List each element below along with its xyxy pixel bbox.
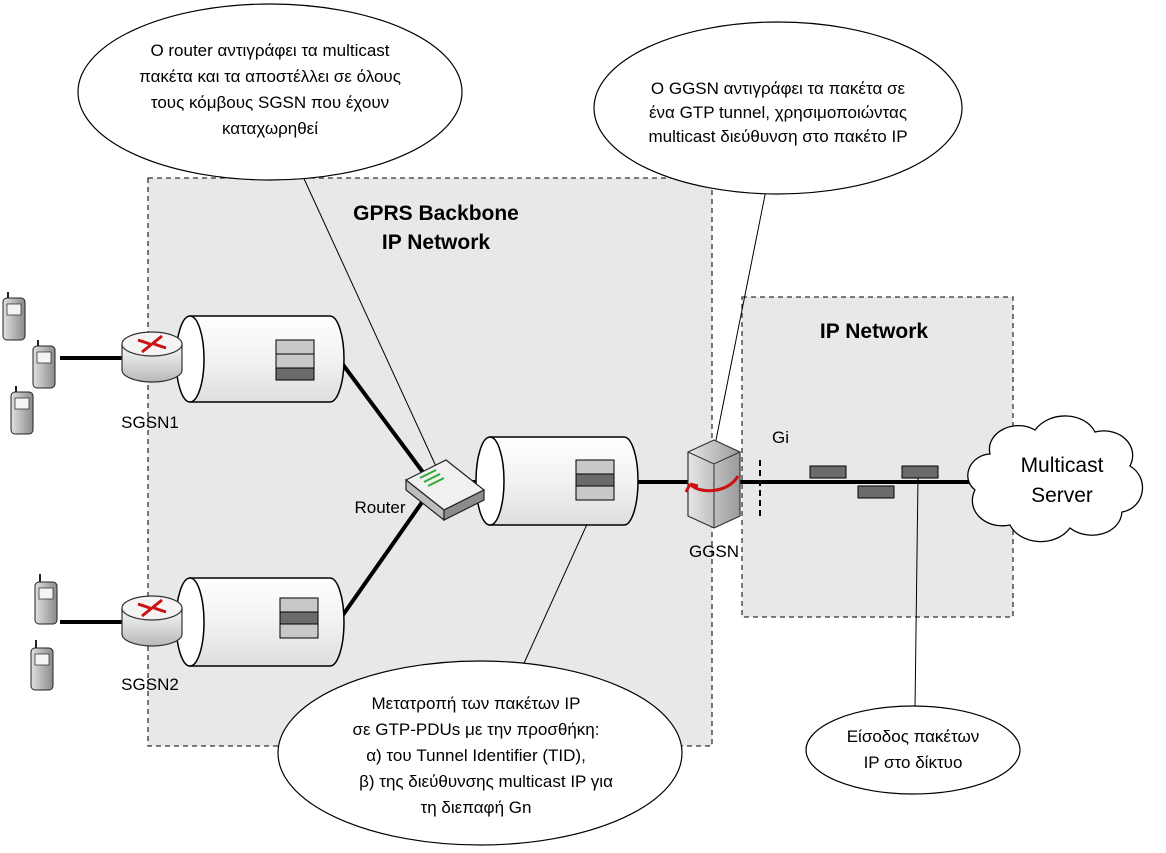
svg-text:multicast διεύθυνση στο πακέτο: multicast διεύθυνση στο πακέτο IP <box>648 127 907 146</box>
svg-text:α) του Tunnel Identifier (TID): α) του Tunnel Identifier (TID), <box>366 746 586 765</box>
entry-note-callout <box>805 705 1021 795</box>
router-icon <box>404 459 486 522</box>
packet-dark <box>575 473 615 487</box>
gi-label: Gi <box>772 428 789 447</box>
mobile-phone-icon <box>34 574 58 625</box>
gtp-tunnel-2 <box>175 577 345 667</box>
multicast-server-label-line1: Multicast <box>1021 454 1104 477</box>
router-note-text: Ο router αντιγράφει τα multicast πακέτα … <box>139 41 401 138</box>
svg-text:ένα GTP tunnel, χρησιμοποιώντα: ένα GTP tunnel, χρησιμοποιώντας <box>649 103 907 122</box>
sgsn1-label: SGSN1 <box>121 413 179 432</box>
link-tube1-router <box>336 356 427 477</box>
svg-text:Μετατροπή των πακέτων IP: Μετατροπή των πακέτων IP <box>372 694 581 713</box>
sgsn1-router-icon <box>121 331 183 383</box>
ip-network-region <box>741 296 1014 618</box>
router-note-leader <box>299 169 441 476</box>
svg-text:Ο GGSN αντιγράφει τα πακέτα σε: Ο GGSN αντιγράφει τα πακέτα σε <box>651 79 906 98</box>
svg-text:σε GTP-PDUs με την προσθήκη:: σε GTP-PDUs με την προσθήκη: <box>353 720 600 739</box>
ggsn-server-icon <box>684 439 741 529</box>
mobile-phone-icon <box>30 640 54 691</box>
conversion-note-leader <box>519 499 599 673</box>
svg-text:IP στο δίκτυο: IP στο δίκτυο <box>864 753 963 772</box>
entry-note-leader <box>914 477 919 709</box>
entry-note-text: Είσοδος πακέτων IP στο δίκτυο <box>847 727 980 772</box>
packet-dark <box>279 611 319 625</box>
gprs-backbone-title-line2: IP Network <box>382 231 490 254</box>
ip-packet <box>809 465 847 479</box>
svg-text:Ο router αντιγράφει τα multica: Ο router αντιγράφει τα multicast <box>150 41 389 60</box>
packet-light <box>275 339 315 355</box>
conversion-note-text: Μετατροπή των πακέτων IP σε GTP-PDUs με … <box>353 694 614 817</box>
svg-text:β) της διεύθυνσης multicast IP: β) της διεύθυνσης multicast IP για <box>359 772 613 791</box>
packet-light <box>279 623 319 639</box>
packet-light <box>279 597 319 613</box>
packet-dark <box>275 367 315 381</box>
link-tube2-router <box>336 496 427 624</box>
packet-light <box>575 485 615 501</box>
svg-text:τη διεπαφή Gn: τη διεπαφή Gn <box>421 798 532 817</box>
router-note-callout <box>77 3 463 181</box>
packet-copy-arrow-icon <box>684 475 740 493</box>
gtp-tunnel-3 <box>475 436 639 526</box>
ggsn-label: GGSN <box>689 542 739 561</box>
ggsn-note-text: Ο GGSN αντιγράφει τα πακέτα σε ένα GTP t… <box>648 79 907 146</box>
sgsn2-router-icon <box>121 595 183 647</box>
router-label: Router <box>354 498 405 517</box>
mobile-phone-icon <box>10 386 34 435</box>
multicast-server-cloud <box>967 415 1144 543</box>
ip-network-title: IP Network <box>820 320 928 343</box>
mobile-phone-icon <box>32 340 56 389</box>
gprs-backbone-title-line1: GPRS Backbone <box>353 202 519 225</box>
svg-text:τους κόμβους SGSN που έχουν: τους κόμβους SGSN που έχουν <box>151 93 389 112</box>
packet-light <box>275 353 315 369</box>
ip-packet <box>857 485 895 499</box>
ggsn-note-leader <box>711 189 767 461</box>
svg-text:καταχωρηθεί: καταχωρηθεί <box>222 119 318 138</box>
ggsn-note-callout <box>593 21 963 195</box>
mobile-phone-icon <box>2 292 26 341</box>
svg-text:Είσοδος πακέτων: Είσοδος πακέτων <box>847 727 980 746</box>
packet-light <box>575 459 615 475</box>
sgsn2-label: SGSN2 <box>121 675 179 694</box>
svg-text:πακέτα και τα αποστέλλει σε όλ: πακέτα και τα αποστέλλει σε όλους <box>139 67 401 86</box>
conversion-note-callout <box>277 660 683 846</box>
ip-packet <box>901 465 939 479</box>
gtp-tunnel-1 <box>175 315 345 403</box>
multicast-server-label-line2: Server <box>1031 484 1093 507</box>
